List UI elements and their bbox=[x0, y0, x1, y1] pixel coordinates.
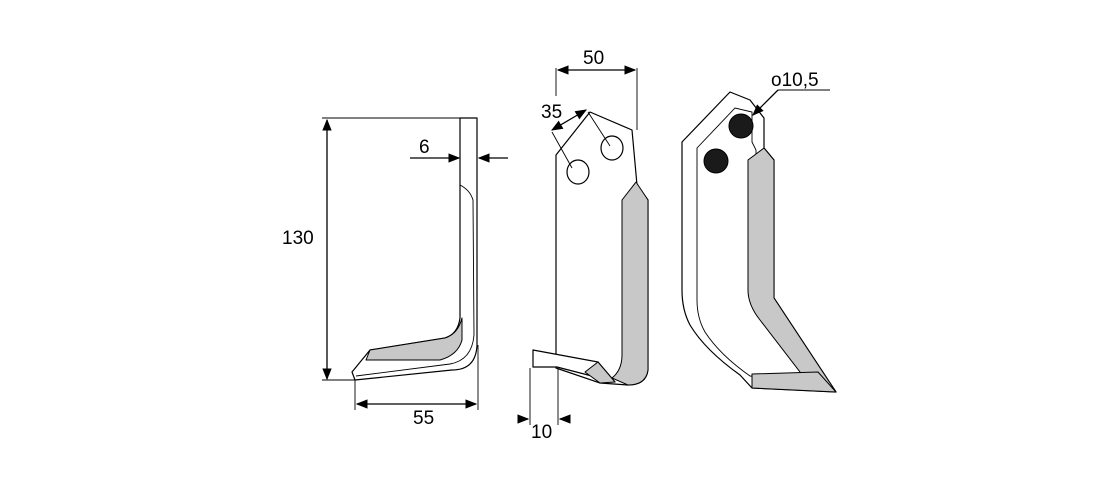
thickness-label: 6 bbox=[419, 137, 430, 158]
mounting-hole bbox=[566, 159, 590, 185]
bottom-width-label: 55 bbox=[413, 408, 434, 429]
top-width-label: 50 bbox=[583, 48, 604, 69]
tip-width-label: 10 bbox=[531, 422, 552, 443]
height-label: 130 bbox=[282, 228, 314, 249]
hole-spacing-label: 35 bbox=[541, 102, 562, 123]
hole-diameter-label: o10,5 bbox=[771, 70, 819, 91]
side-view: 130 6 55 bbox=[282, 117, 508, 429]
mounting-hole bbox=[703, 148, 729, 174]
mounting-hole bbox=[728, 113, 754, 139]
mounting-hole bbox=[600, 135, 624, 161]
front-view: 50 35 10 bbox=[517, 48, 649, 443]
isometric-view: o10,5 bbox=[681, 70, 837, 393]
